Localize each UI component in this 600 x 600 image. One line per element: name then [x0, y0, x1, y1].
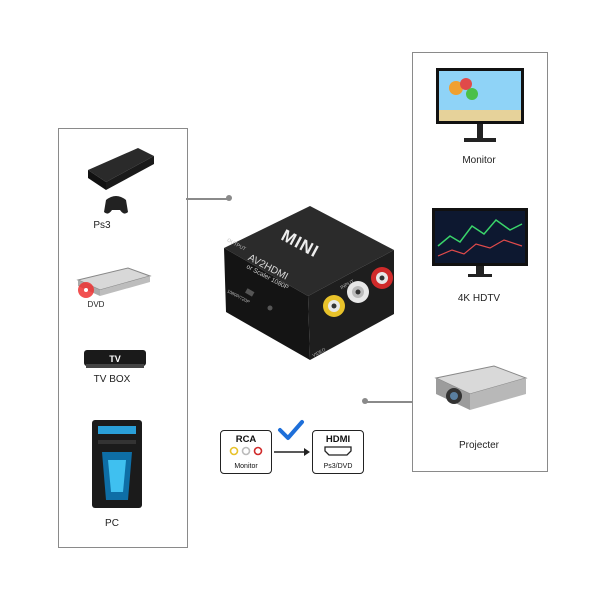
rca-badge: RCA Monitor	[220, 430, 272, 474]
source-label-tvbox: TV BOX	[93, 374, 131, 385]
svg-text:TV: TV	[109, 354, 121, 364]
left-connector-line	[186, 198, 230, 200]
source-label-pc: PC	[105, 518, 119, 529]
tv-box-icon: TV	[84, 350, 146, 368]
hdtv-icon	[432, 208, 528, 277]
hdmi-badge: HDMI Ps3/DVD	[312, 430, 364, 474]
rca-port-red	[371, 267, 393, 289]
ps3-console-icon	[88, 148, 154, 214]
rca-badge-sub: Monitor	[234, 463, 258, 470]
rca-port-white	[347, 281, 369, 303]
checkmark-icon	[278, 420, 304, 440]
source-label-dvd: DVD	[87, 300, 105, 309]
projector-icon	[434, 365, 528, 410]
hdmi-badge-sub: Ps3/DVD	[323, 463, 353, 470]
rca-badge-title: RCA	[235, 434, 257, 445]
left-connector-dot	[226, 195, 232, 201]
output-label-hdtv: 4K HDTV	[457, 293, 501, 304]
hdmi-port-icon	[324, 446, 352, 456]
pc-tower-icon	[92, 420, 142, 508]
output-label-projector: Projecter	[458, 440, 499, 451]
rca-connectors-icon	[229, 446, 263, 456]
arrow-right-icon	[274, 448, 310, 456]
av2hdmi-converter-box	[224, 206, 394, 360]
right-connector-line	[366, 401, 412, 403]
rca-port-yellow	[323, 295, 345, 317]
monitor-icon	[436, 68, 524, 142]
output-label-monitor: Monitor	[462, 155, 496, 166]
source-label-ps3: Ps3	[93, 220, 111, 231]
right-connector-dot	[362, 398, 368, 404]
dvd-player-icon	[76, 267, 152, 298]
hdmi-badge-title: HDMI	[325, 434, 351, 445]
